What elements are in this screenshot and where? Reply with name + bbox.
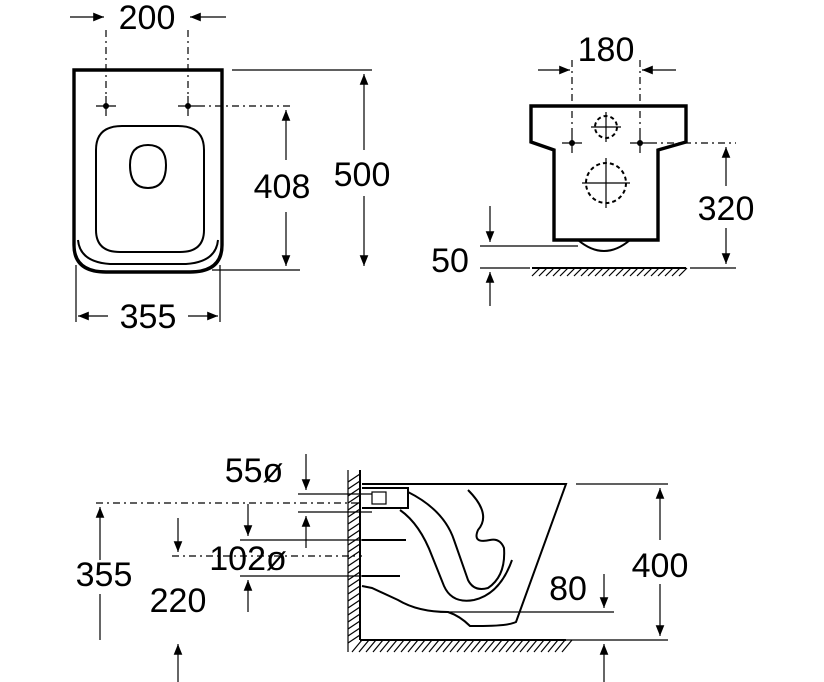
dim-length: 500	[232, 69, 391, 266]
side-view-inlet-pipe	[362, 487, 409, 509]
rear-view-fixing-holes	[562, 133, 650, 153]
label-outlet-diameter: 102ø	[209, 540, 287, 578]
label-inlet-height: 355	[76, 556, 133, 594]
dim-fixing-spacing: 180	[538, 31, 676, 133]
side-view: 55ø 102ø 355 220 4	[76, 452, 689, 682]
side-view-bowl	[361, 483, 568, 627]
side-view-trapway-inner	[399, 509, 513, 602]
label-outlet-height: 220	[150, 582, 207, 620]
top-view-fixing-holes	[96, 96, 198, 116]
top-view-bowl	[95, 125, 205, 253]
dim-inlet-diameter: 55ø	[225, 452, 372, 548]
side-view-outlet-pipe	[362, 539, 406, 577]
label-fixing-spacing: 180	[578, 31, 635, 69]
rear-view-outline	[529, 104, 688, 242]
label-hole-spacing: 200	[119, 0, 176, 37]
dim-hole-depth: 408	[198, 105, 311, 271]
rear-view-floor	[531, 267, 688, 277]
top-view: 200 355 408 500	[70, 0, 390, 336]
dim-inlet-height: 355	[76, 502, 362, 640]
label-length: 500	[334, 156, 391, 194]
label-fixing-height: 320	[698, 190, 755, 228]
dim-outlet-drop: 80	[520, 570, 614, 682]
dim-bowl-height: 400	[566, 483, 689, 641]
dim-hole-spacing: 200	[70, 0, 226, 96]
side-view-trapway	[407, 489, 506, 590]
dim-outlet-height: 220	[150, 518, 362, 682]
top-view-seat-line	[77, 239, 219, 265]
rear-view: 180 320 50	[431, 31, 754, 306]
label-outlet-drop: 80	[549, 570, 587, 608]
top-view-bowl-opening	[128, 143, 168, 190]
dim-width: 355	[75, 265, 221, 336]
label-inlet-diameter: 55ø	[225, 452, 284, 490]
dim-fixing-height: 320	[650, 142, 755, 269]
side-view-wall	[347, 470, 573, 653]
label-width: 355	[120, 298, 177, 336]
label-bowl-height: 400	[632, 547, 689, 585]
dim-outlet-diameter: 102ø	[209, 504, 362, 612]
rear-view-outlet	[577, 239, 631, 252]
top-view-outline	[72, 68, 224, 274]
label-floor-gap: 50	[431, 242, 469, 280]
dim-floor-gap: 50	[431, 206, 554, 306]
label-hole-depth: 408	[254, 168, 311, 206]
